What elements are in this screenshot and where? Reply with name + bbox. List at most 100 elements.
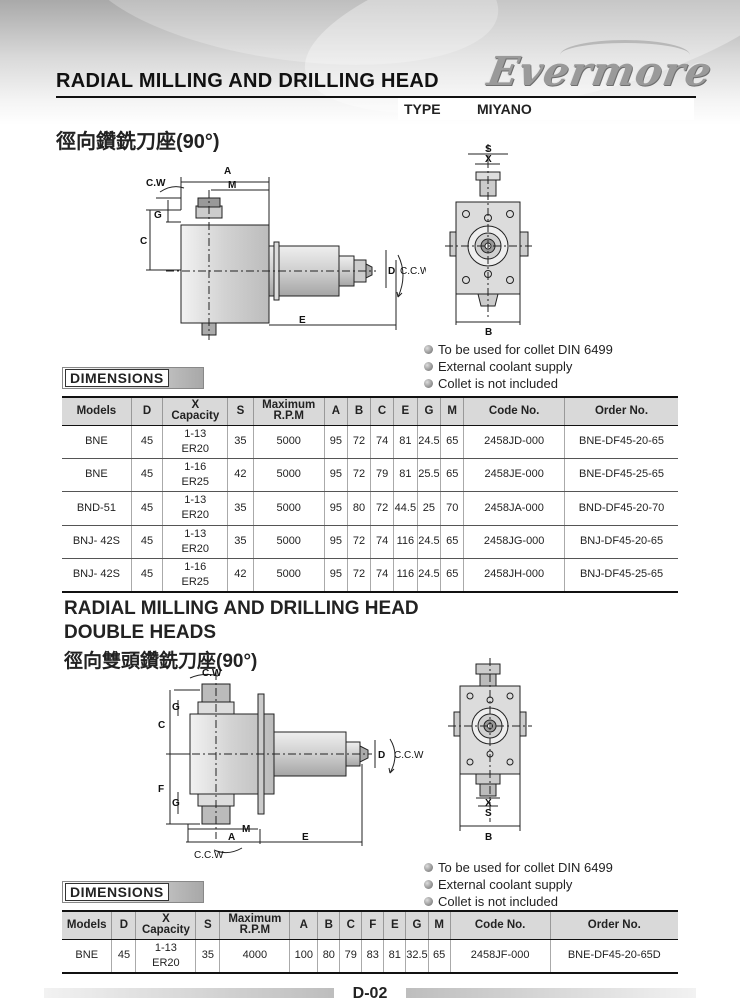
table-cell: 72: [370, 491, 395, 526]
table-cell: 45: [130, 558, 164, 593]
table-cell: 65: [440, 558, 465, 593]
table-cell: BNJ-DF45-25-65: [564, 558, 678, 593]
table-cell: BNJ-DF45-20-65: [564, 525, 678, 559]
col-header-code: Code No.: [449, 910, 551, 940]
dimensions-label: DIMENSIONS: [65, 883, 169, 901]
col-header-models: Models: [62, 910, 113, 940]
table-cell: 4000: [219, 939, 291, 974]
table-cell: BND-DF45-20-70: [564, 491, 678, 526]
table-cell: 65: [440, 425, 465, 459]
dim-label-s: S: [485, 808, 492, 819]
note-item: To be used for collet DIN 6499: [424, 341, 613, 358]
table-cell: BNE: [62, 939, 113, 974]
table-cell: 35: [227, 491, 254, 526]
table-cell: 81: [383, 939, 407, 974]
dim-label-m: M: [228, 180, 236, 191]
dim-label-cw: C.W: [146, 178, 166, 189]
type-label: TYPE: [404, 101, 441, 117]
dim-label-x: X: [485, 154, 492, 165]
dim-label-ccw: C.C.W: [400, 266, 426, 277]
table-cell: 95: [323, 525, 348, 559]
dim-label-g2: G: [172, 798, 180, 809]
brand-logo: Evermore: [483, 48, 716, 95]
col-header-a: A: [323, 396, 348, 426]
table-cell: 5000: [252, 525, 325, 559]
note-item: To be used for collet DIN 6499: [424, 859, 613, 876]
section2-title: RADIAL MILLING AND DRILLING HEAD: [64, 598, 419, 619]
table-cell: 81: [393, 458, 418, 492]
dim-label-f: F: [158, 784, 164, 795]
table-cell: 83: [361, 939, 385, 974]
table-cell: 74: [370, 525, 395, 559]
table-cell: BND-51: [62, 491, 132, 526]
dim-label-x: X: [485, 798, 492, 809]
col-header-f: F: [361, 910, 385, 940]
table-cell: 95: [323, 558, 348, 593]
table-cell: 81: [393, 425, 418, 459]
table-cell: 45: [130, 458, 164, 492]
table-cell: 44.5: [393, 491, 418, 526]
col-header-s: S: [227, 396, 254, 426]
col-header-c: C: [339, 910, 363, 940]
col-header-code: Code No.: [463, 396, 566, 426]
table-cell: 25.5: [416, 458, 442, 492]
col-header-c: C: [370, 396, 395, 426]
col-header-d: D: [111, 910, 137, 940]
section2-dimensions-tab: DIMENSIONS: [62, 881, 204, 903]
table-cell: 116: [393, 525, 418, 559]
table-cell: BNE-DF45-25-65: [564, 458, 678, 492]
table-cell: 80: [346, 491, 372, 526]
dim-label-cw: C.W: [202, 668, 222, 679]
table-cell: 2458JE-000: [463, 458, 566, 492]
table-cell: 72: [346, 558, 372, 593]
table-cell: 2458JF-000: [449, 939, 551, 974]
table-cell: BNJ- 42S: [62, 558, 132, 593]
section2-side-drawing: C.W C G F G M A E D C.C.W C.C.W: [158, 668, 424, 861]
table-cell: 95: [323, 425, 348, 459]
table-cell: BNE-DF45-20-65D: [549, 939, 678, 974]
logo-arc: [560, 40, 690, 70]
note-item: Collet is not included: [424, 893, 613, 910]
section1-dimensions-tab: DIMENSIONS: [62, 367, 204, 389]
table-cell: 74: [370, 558, 395, 593]
table-cell: 72: [346, 458, 372, 492]
dim-label-e: E: [302, 832, 309, 843]
note-item: External coolant supply: [424, 876, 613, 893]
table-cell: 2458JH-000: [463, 558, 566, 593]
section1-notes: To be used for collet DIN 6499 External …: [424, 341, 613, 392]
table-cell: 72: [346, 425, 372, 459]
dim-label-g: G: [154, 210, 162, 221]
dimensions-label: DIMENSIONS: [65, 369, 169, 387]
table-cell: 65: [440, 458, 465, 492]
table-cell: 5000: [252, 458, 325, 492]
table-cell: 35: [227, 425, 254, 459]
table-cell: 35: [227, 525, 254, 559]
section1-cjk-title: 徑向鑽銑刀座(90°): [56, 131, 220, 153]
col-header-d: D: [130, 396, 164, 426]
col-header-m: M: [440, 396, 465, 426]
section2-cjk-title: 徑向雙頭鑽銑刀座(90°): [64, 651, 258, 672]
col-header-models: Models: [62, 396, 132, 426]
table-cell: 70: [440, 491, 465, 526]
section2-notes: To be used for collet DIN 6499 External …: [424, 859, 613, 910]
table-cell: 95: [323, 491, 348, 526]
table-cell: 65: [440, 525, 465, 559]
table-cell: 35: [195, 939, 221, 974]
table-cell: BNE: [62, 425, 132, 459]
col-header-order: Order No.: [549, 910, 678, 940]
type-box: [398, 98, 694, 120]
col-header-e: E: [383, 910, 407, 940]
section2-subtitle: DOUBLE HEADS: [64, 622, 217, 643]
dim-label-a: A: [224, 166, 231, 177]
table-cell: BNE: [62, 458, 132, 492]
